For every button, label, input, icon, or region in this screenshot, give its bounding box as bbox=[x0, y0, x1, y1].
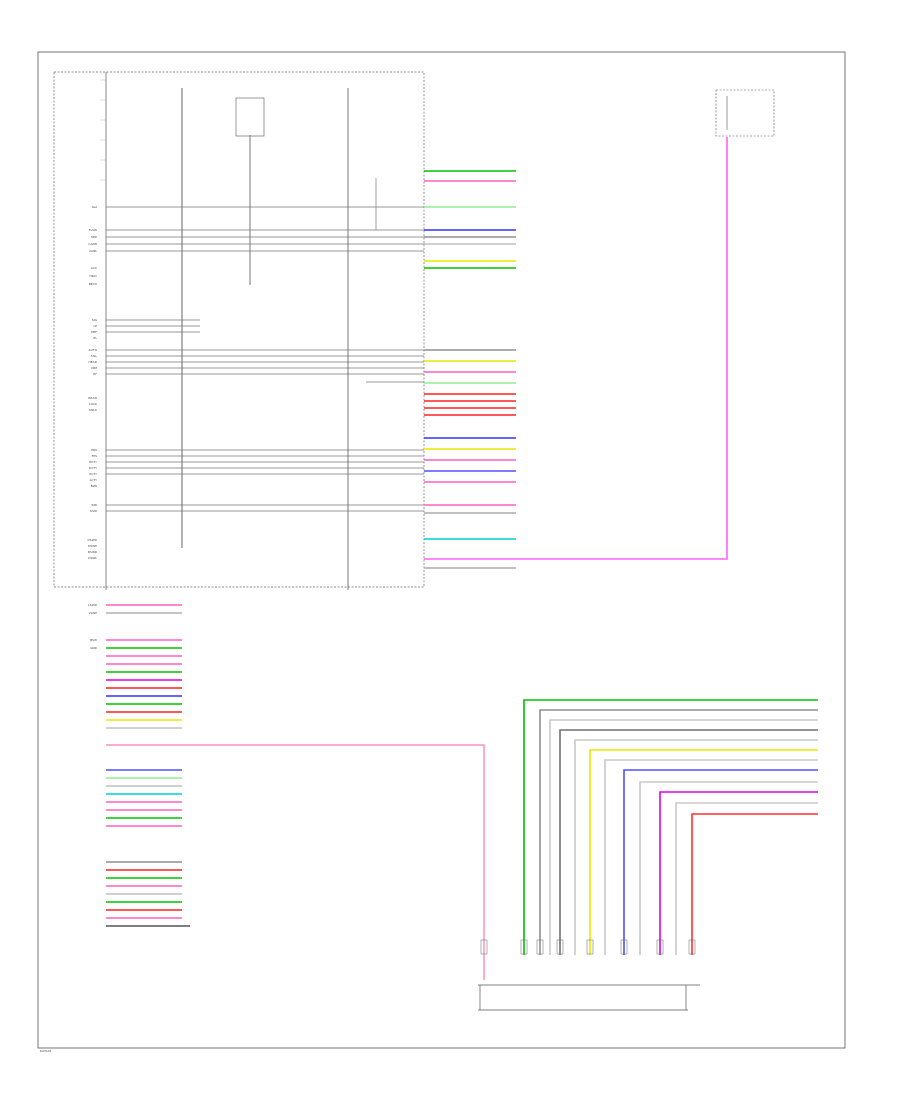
connector-pin bbox=[480, 939, 488, 955]
connector-pin bbox=[520, 939, 528, 955]
pin-label: IG2 bbox=[92, 205, 97, 209]
pin-label: ACC bbox=[91, 266, 97, 270]
pin-label: PCTY bbox=[89, 472, 97, 476]
diagram-border bbox=[37, 51, 846, 1049]
pin-label: DEF bbox=[91, 330, 97, 334]
connector-pin bbox=[656, 939, 664, 955]
pin-label: PRS bbox=[91, 448, 97, 452]
pin-label: EL bbox=[93, 336, 97, 340]
pin-label: BECU bbox=[89, 282, 97, 286]
colored-wire-stubs-middle bbox=[424, 349, 516, 569]
connector-row bbox=[478, 984, 700, 1011]
pin-label: AUTO bbox=[89, 348, 98, 352]
pin-label: SIG bbox=[92, 318, 98, 322]
pin-label: IND bbox=[92, 503, 98, 507]
pin-label: DSWP bbox=[88, 544, 97, 548]
pin-label: SPD bbox=[91, 235, 98, 239]
colored-wire-stubs-upper bbox=[424, 170, 516, 269]
pin-label: DCTY bbox=[89, 466, 97, 470]
pin-label: TPS bbox=[90, 454, 97, 458]
pink-wire-to-sensor bbox=[424, 137, 728, 560]
pin-label: HRLY bbox=[90, 274, 98, 278]
pin-label: DSWD bbox=[88, 538, 98, 542]
connector-pin bbox=[620, 939, 628, 955]
connector-pin bbox=[586, 939, 594, 955]
pin-label: UNLK bbox=[89, 408, 98, 412]
pin-label: BSW bbox=[90, 638, 97, 642]
pin-label: KSW bbox=[90, 509, 97, 513]
pin-label: LOCK bbox=[89, 402, 98, 406]
body-ecu-box bbox=[53, 71, 425, 588]
pin-label: HF bbox=[93, 372, 97, 376]
pin-label: LSWD bbox=[88, 603, 98, 607]
module-pin-ticks bbox=[100, 79, 106, 181]
connector-pins bbox=[480, 939, 696, 955]
pin-label: FLSW bbox=[89, 228, 97, 232]
relay-box bbox=[235, 97, 265, 137]
pin-label: DIM bbox=[91, 366, 97, 370]
pin-label: LP bbox=[94, 324, 98, 328]
pin-label: BZR bbox=[91, 484, 97, 488]
pin-label: LSWP bbox=[89, 611, 98, 615]
pin-label: RCTY bbox=[89, 460, 97, 464]
connector-pin bbox=[688, 939, 696, 955]
pin-label: HEAD bbox=[88, 360, 97, 364]
pin-label: GND bbox=[90, 646, 98, 650]
pin-label: DSWR bbox=[88, 550, 97, 554]
pin-label: CANH bbox=[88, 242, 97, 246]
footer-code: DATA01 bbox=[40, 1049, 52, 1053]
connector-pin bbox=[556, 939, 564, 955]
pin-label: LCTY bbox=[90, 478, 98, 482]
pin-label: DSWL bbox=[88, 556, 97, 560]
colored-wire-stubs-lower-left bbox=[106, 604, 190, 927]
connector-pin bbox=[536, 939, 544, 955]
pin-label: TAIL bbox=[90, 354, 98, 358]
pin-label: WASH bbox=[88, 396, 97, 400]
pin-label: CANL bbox=[89, 249, 97, 253]
pink-wire-lower bbox=[106, 744, 485, 980]
connector-feed-wires bbox=[523, 699, 818, 955]
sensor-box bbox=[715, 89, 775, 137]
bus-wires-upper bbox=[106, 206, 424, 512]
